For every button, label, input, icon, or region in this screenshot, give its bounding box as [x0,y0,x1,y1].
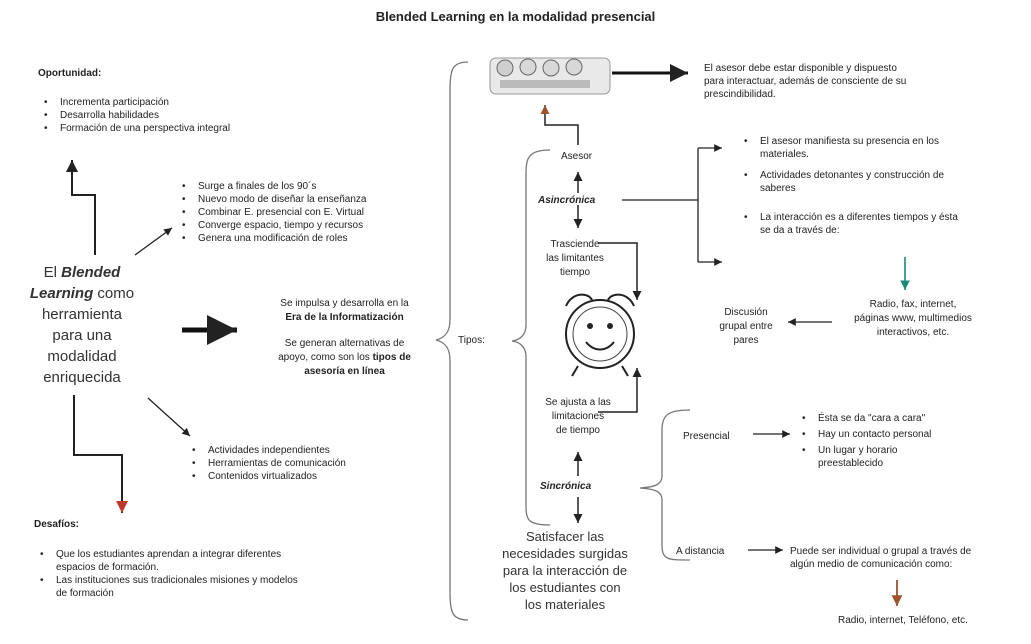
list-item: Herramientas de comunicación [186,457,416,470]
oportunidad-heading: Oportunidad: [38,68,102,79]
distancia-description: Puede ser individual o grupal a través d… [790,546,972,570]
list-item: Converge espacio, tiempo y recursos [176,219,411,232]
arrow-ajusta-clock [598,368,642,413]
ajusta-text: Se ajusta a las limitaciones de tiempo [545,397,611,436]
desafios-heading: Desafíos: [34,519,80,530]
types-inner-brace [511,149,551,526]
alarm-clock-icon [565,293,635,377]
discusion-grupal: Discusión grupal entre pares [719,307,773,346]
asesor-label: Asesor [561,151,593,162]
tipos-label: Tipos: [458,335,485,346]
arrow-to-origen [134,227,173,256]
arrow-asesor-image [540,105,579,145]
list-item: La interacción es a diferentes tiempos y… [738,211,1008,237]
list-item: Nuevo modo de diseñar la enseñanza [176,193,411,206]
trasciende-text: Trasciende las limitantes tiempo [546,239,604,278]
diagram-title: Blended Learning en la modalidad presenc… [375,9,656,24]
arrow-to-recursos [147,397,191,437]
medios-distancia: Radio, internet, Teléfono, etc. [838,615,968,626]
presencial-list: Ésta se da "cara a cara" Hay un contacto… [796,412,1016,470]
distancia-label: A distancia [676,546,725,557]
satisfacer-text: Satisfacer las necesidades surgidas para… [502,529,628,612]
list-item: Formación de una perspectiva integral [38,122,338,135]
list-item: Genera una modificación de roles [176,232,411,245]
arrow-to-desafios [73,395,128,513]
asesor-image-icon [489,57,611,95]
origen-list: Surge a finales de los 90´s Nuevo modo d… [176,180,411,245]
list-item: Contenidos virtualizados [186,470,416,483]
sincronica-brace [639,409,691,561]
list-item: Desarrolla habilidades [38,109,338,122]
list-item: Actividades independientes [186,444,416,457]
asincronica-label: Asincrónica [538,195,596,206]
asincronica-list: El asesor manifiesta su presencia en los… [738,135,1008,237]
presencial-label: Presencial [683,431,730,442]
medios-asincronicos: Radio, fax, internet, páginas www, multi… [854,299,972,338]
list-item: Combinar E. presencial con E. Virtual [176,206,411,219]
arrow-trasciende-clock [598,242,642,300]
list-item: Ésta se da "cara a cara" [796,412,1016,425]
sincronica-label: Sincrónica [540,481,592,492]
list-item: Que los estudiantes aprendan a integrar … [34,548,414,574]
central-concept: El Blended Learning como herramienta par… [29,264,135,386]
asesor-description: El asesor debe estar disponible y dispue… [704,63,907,100]
recursos-list: Actividades independientes Herramientas … [186,444,416,483]
list-item: Hay un contacto personal [796,428,1016,441]
list-item: Las instituciones sus tradicionales misi… [34,574,414,600]
tipos-brace [435,61,469,621]
list-item: El asesor manifiesta su presencia en los… [738,135,1008,161]
oportunidad-list: Incrementa participación Desarrolla habi… [38,96,338,135]
impulso-block: Se impulsa y desarrolla en la Era de la … [278,298,411,377]
list-item: Actividades detonantes y construcción de… [738,169,1008,195]
list-item: Surge a finales de los 90´s [176,180,411,193]
arrow-to-oportunidad [66,160,96,255]
list-item: Incrementa participación [38,96,338,109]
desafios-list: Que los estudiantes aprendan a integrar … [34,548,414,600]
